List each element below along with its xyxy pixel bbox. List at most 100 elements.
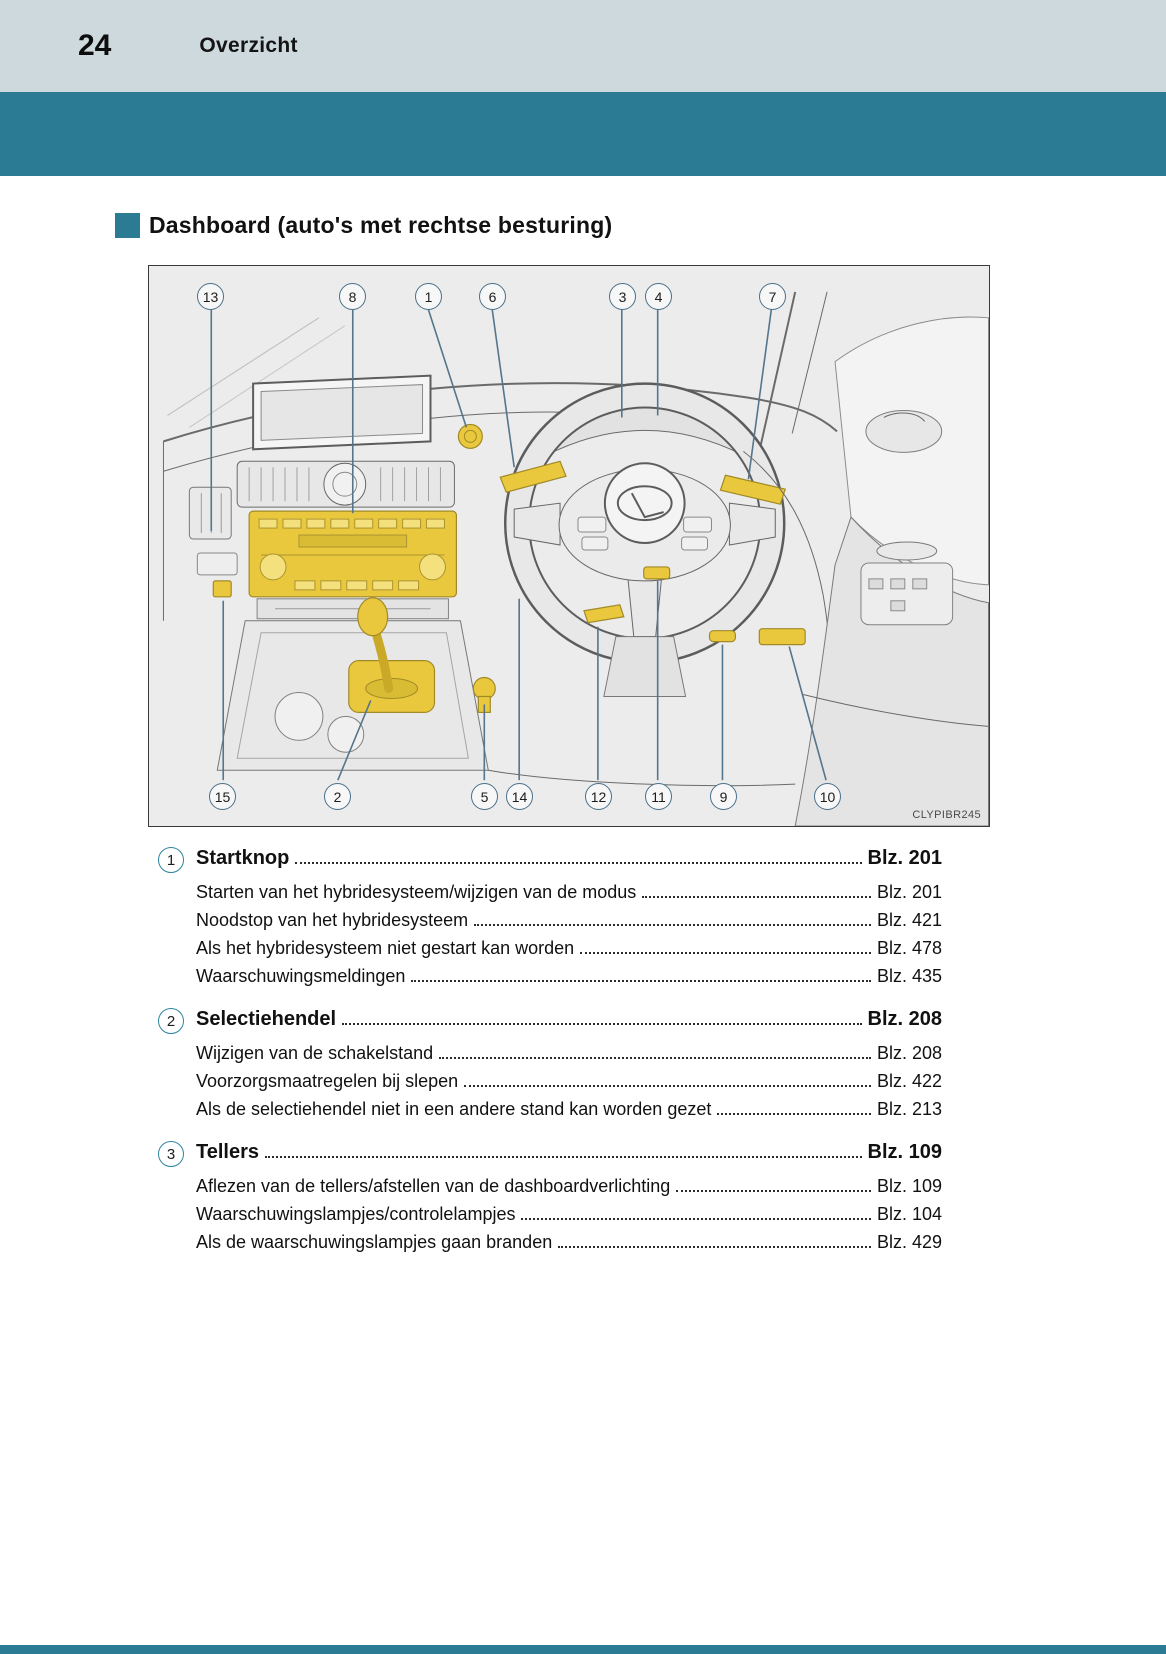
toc-sub-label: Wijzigen van de schakelstand bbox=[196, 1043, 434, 1063]
footer-band bbox=[0, 1645, 1166, 1654]
dashboard-figure: 13 8 1 6 3 4 7 15 2 5 14 12 11 9 10 CLYP… bbox=[148, 265, 990, 827]
toc-sub-item: Als de waarschuwingslampjes gaan branden… bbox=[158, 1228, 942, 1256]
toc-item: 2 Selectiehendel Blz. 208 Wijzigen van d… bbox=[158, 1008, 942, 1123]
toc-sub-item: Voorzorgsmaatregelen bij slepen Blz. 422 bbox=[158, 1067, 942, 1095]
figure-callout-6: 6 bbox=[479, 283, 506, 310]
toc-sub-item: Waarschuwingslampjes/controlelampjes Blz… bbox=[158, 1200, 942, 1228]
figure-callout-5: 5 bbox=[471, 783, 498, 810]
toc-sub-label: Noodstop van het hybridesysteem bbox=[196, 910, 469, 930]
toc-item: 1 Startknop Blz. 201 Starten van het hyb… bbox=[158, 847, 942, 990]
toc-item-page: Blz. 208 bbox=[867, 1008, 942, 1030]
toc-item-title: Startknop bbox=[196, 847, 290, 869]
console-knob bbox=[472, 676, 496, 714]
toc-sub-page: Blz. 429 bbox=[876, 1232, 942, 1252]
section-heading: Dashboard (auto's met rechtse besturing) bbox=[115, 212, 1166, 239]
side-mirror bbox=[865, 409, 943, 453]
toc-item-page: Blz. 201 bbox=[867, 847, 942, 869]
toc-sub-label: Aflezen van de tellers/afstellen van de … bbox=[196, 1176, 671, 1196]
figure-callout-8: 8 bbox=[339, 283, 366, 310]
figure-callout-1: 1 bbox=[415, 283, 442, 310]
toc-item-number: 1 bbox=[158, 847, 184, 873]
figure-callout-13: 13 bbox=[197, 283, 224, 310]
dashboard-illustration bbox=[149, 266, 989, 826]
toc-item-head: 2 Selectiehendel Blz. 208 bbox=[158, 1008, 942, 1034]
toc-item-head: 1 Startknop Blz. 201 bbox=[158, 847, 942, 873]
section-heading-text: Dashboard (auto's met rechtse besturing) bbox=[149, 212, 613, 238]
footwell-switch bbox=[708, 630, 737, 643]
toc-sub-item: Waarschuwingsmeldingen Blz. 435 bbox=[158, 962, 942, 990]
toc-sub-label: Als het hybridesysteem niet gestart kan … bbox=[196, 938, 575, 958]
section-bullet-icon bbox=[115, 213, 140, 238]
figure-callout-10: 10 bbox=[814, 783, 841, 810]
figure-callout-14: 14 bbox=[506, 783, 533, 810]
toc-sub-item: Starten van het hybridesysteem/wijzigen … bbox=[158, 878, 942, 906]
toc-sub-page: Blz. 213 bbox=[876, 1099, 942, 1119]
toc-sub-page: Blz. 421 bbox=[876, 910, 942, 930]
toc-sub-page: Blz. 422 bbox=[876, 1071, 942, 1091]
toc-sub-item: Noodstop van het hybridesysteem Blz. 421 bbox=[158, 906, 942, 934]
dotted-leader bbox=[439, 1057, 871, 1059]
dotted-leader bbox=[265, 1156, 862, 1158]
right-stalk bbox=[719, 474, 787, 505]
toc-sub-label: Voorzorgsmaatregelen bij slepen bbox=[196, 1071, 459, 1091]
toc-sub-item: Wijzigen van de schakelstand Blz. 208 bbox=[158, 1039, 942, 1067]
toc-sub-label: Starten van het hybridesysteem/wijzigen … bbox=[196, 882, 637, 902]
toc-sub-label: Waarschuwingslampjes/controlelampjes bbox=[196, 1204, 516, 1224]
figure-callout-9: 9 bbox=[710, 783, 737, 810]
dotted-leader bbox=[342, 1023, 862, 1025]
wheel-switch bbox=[643, 566, 671, 580]
toc-sub-label: Als de selectiehendel niet in een andere… bbox=[196, 1099, 712, 1119]
dotted-leader bbox=[411, 980, 871, 982]
release-lever bbox=[583, 604, 625, 624]
toc-sub-page: Blz. 109 bbox=[876, 1176, 942, 1196]
toc-sub-page: Blz. 201 bbox=[876, 882, 942, 902]
figure-code: CLYPIBR245 bbox=[912, 809, 981, 821]
toc-item-page: Blz. 109 bbox=[867, 1141, 942, 1163]
running-section-title: Overzicht bbox=[199, 34, 298, 57]
toc-item-number: 2 bbox=[158, 1008, 184, 1034]
figure-callout-2: 2 bbox=[324, 783, 351, 810]
toc-sub-item: Aflezen van de tellers/afstellen van de … bbox=[158, 1172, 942, 1200]
toc-sub-label: Als de waarschuwingslampjes gaan branden bbox=[196, 1232, 553, 1252]
dotted-leader bbox=[521, 1218, 871, 1220]
steering-wheel bbox=[503, 382, 786, 664]
dotted-leader bbox=[676, 1190, 871, 1192]
bonnet-lever bbox=[758, 628, 806, 646]
dotted-leader bbox=[295, 862, 862, 864]
dotted-leader bbox=[580, 952, 871, 954]
multimedia-display bbox=[252, 374, 432, 451]
toc-sub-label: Waarschuwingsmeldingen bbox=[196, 966, 406, 986]
left-stalk bbox=[499, 460, 567, 493]
page-header: 24 Overzicht bbox=[0, 0, 1166, 92]
dotted-leader bbox=[474, 924, 871, 926]
page-number: 24 bbox=[78, 29, 112, 62]
dotted-leader bbox=[717, 1113, 871, 1115]
toc-item-number: 3 bbox=[158, 1141, 184, 1167]
toc-item: 3 Tellers Blz. 109 Aflezen van de teller… bbox=[158, 1141, 942, 1256]
figure-callout-11: 11 bbox=[645, 783, 672, 810]
toc-item-title: Selectiehendel bbox=[196, 1008, 337, 1030]
toc-sub-page: Blz. 208 bbox=[876, 1043, 942, 1063]
dotted-leader bbox=[558, 1246, 871, 1248]
door-panel bbox=[794, 516, 989, 826]
figure-callout-4: 4 bbox=[645, 283, 672, 310]
toc-item-title: Tellers bbox=[196, 1141, 259, 1163]
start-button bbox=[457, 423, 483, 449]
callout-leader-lines bbox=[210, 309, 827, 781]
toc-sub-item: Als de selectiehendel niet in een andere… bbox=[158, 1095, 942, 1123]
figure-callout-15: 15 bbox=[209, 783, 236, 810]
toc-sub-page: Blz. 478 bbox=[876, 938, 942, 958]
center-vents bbox=[236, 460, 455, 508]
figure-callout-3: 3 bbox=[609, 283, 636, 310]
dash-left-switch bbox=[212, 580, 232, 598]
shift-lever bbox=[348, 597, 436, 714]
dotted-leader bbox=[464, 1085, 871, 1087]
teal-band bbox=[0, 92, 1166, 176]
legend-list: 1 Startknop Blz. 201 Starten van het hyb… bbox=[158, 847, 942, 1256]
toc-item-head: 3 Tellers Blz. 109 bbox=[158, 1141, 942, 1167]
lexus-logo-icon bbox=[603, 462, 686, 545]
dotted-leader bbox=[642, 896, 871, 898]
toc-sub-page: Blz. 104 bbox=[876, 1204, 942, 1224]
figure-callout-7: 7 bbox=[759, 283, 786, 310]
toc-sub-page: Blz. 435 bbox=[876, 966, 942, 986]
